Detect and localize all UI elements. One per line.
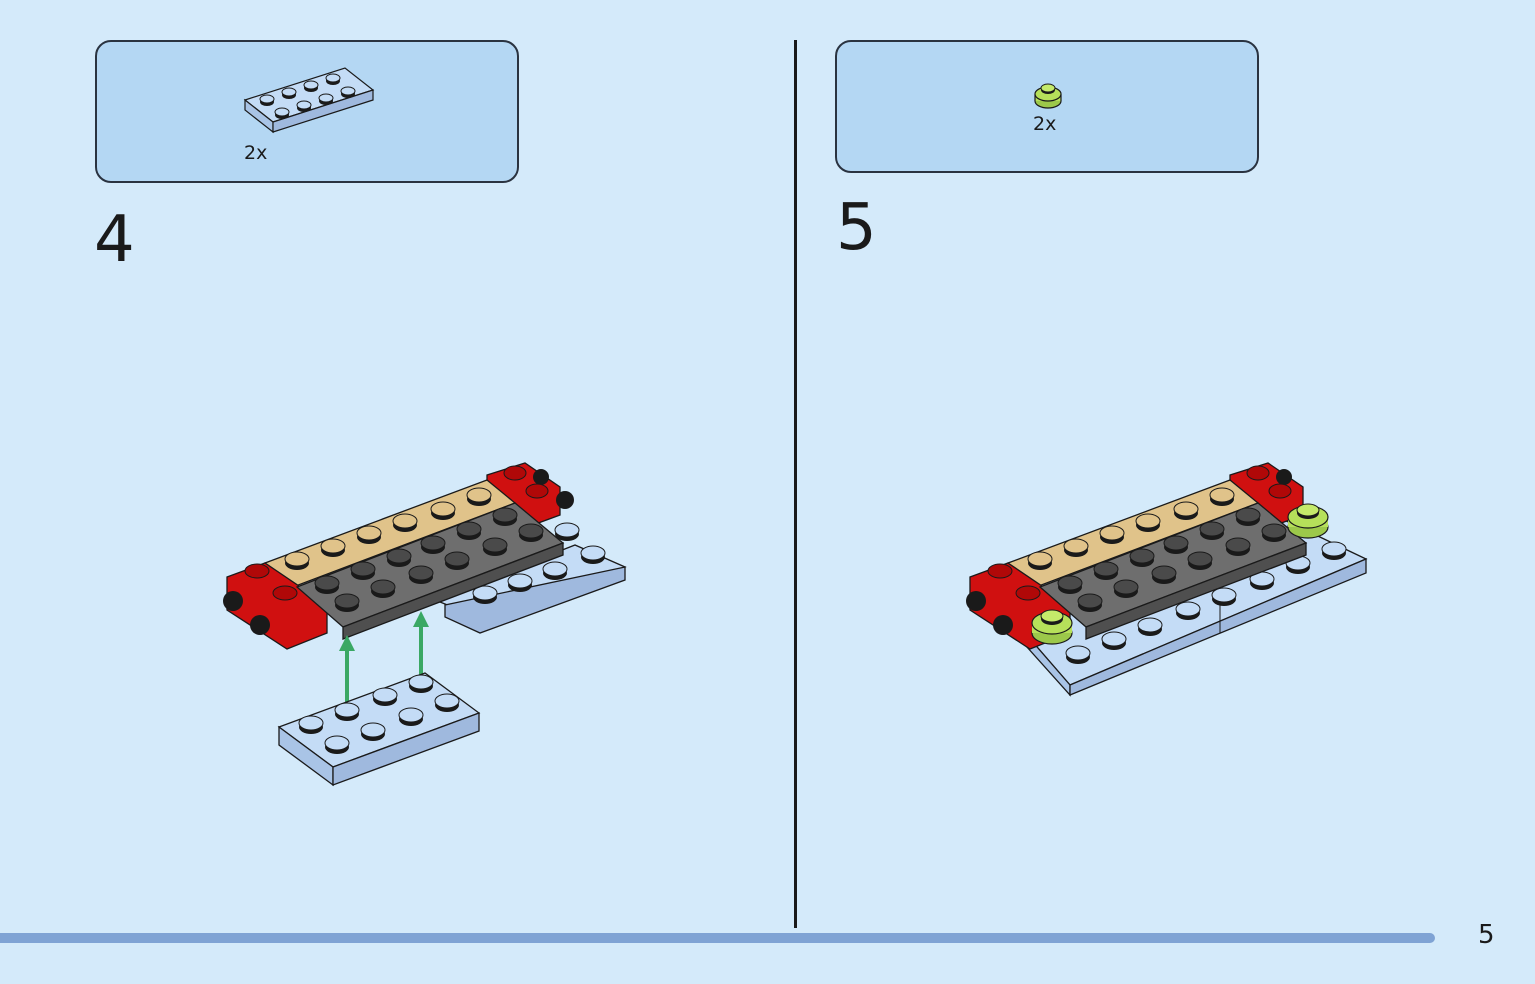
- lime-round-plate-left-icon: [1031, 609, 1073, 645]
- step-5-assembly-illustration: [966, 462, 1368, 697]
- lime-round-plate-1x1-icon: [1034, 83, 1062, 109]
- step-5-parts-callout: 2x: [835, 40, 1259, 173]
- lime-round-plate-right-icon: [1287, 503, 1329, 539]
- step-4-number: 4: [94, 203, 135, 277]
- light-blue-plate-2x4-icon: [243, 67, 375, 134]
- step-5-number: 5: [836, 191, 877, 265]
- step-4-part-quantity: 2x: [244, 142, 268, 164]
- step-divider: [794, 40, 797, 928]
- step-5-part-quantity: 2x: [1033, 113, 1057, 135]
- insert-up-arrow-icon: [339, 611, 429, 705]
- page-number: 5: [1478, 920, 1495, 950]
- step-4-assembly-illustration: [223, 462, 627, 787]
- page-progress-bar: [0, 933, 1436, 943]
- step-4-parts-callout: 2x: [95, 40, 519, 183]
